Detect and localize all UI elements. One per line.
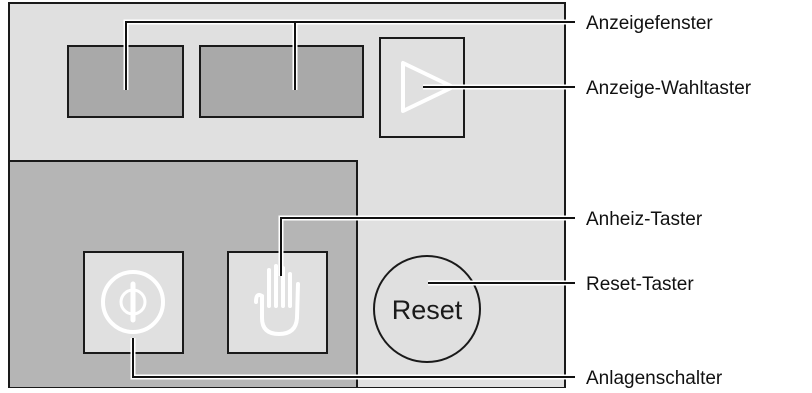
label-display-select-button: Anzeige-Wahltaster [586,78,752,99]
label-system-switch: Anlagenschalter [586,368,723,388]
system-switch-button[interactable] [83,251,184,354]
label-display-window: Anzeigefenster [586,13,713,34]
label-heating-button: Anheiz-Taster [586,209,703,230]
callout-lines [123,19,575,380]
power-icon [101,270,165,334]
label-reset-button: Reset-Taster [586,274,694,295]
hand-icon [254,264,300,336]
display-window-right [199,45,364,118]
reset-button[interactable]: Reset [373,255,481,363]
reset-button-label: Reset [392,295,463,325]
play-triangle-icon [401,61,455,113]
heating-button[interactable] [227,251,328,354]
